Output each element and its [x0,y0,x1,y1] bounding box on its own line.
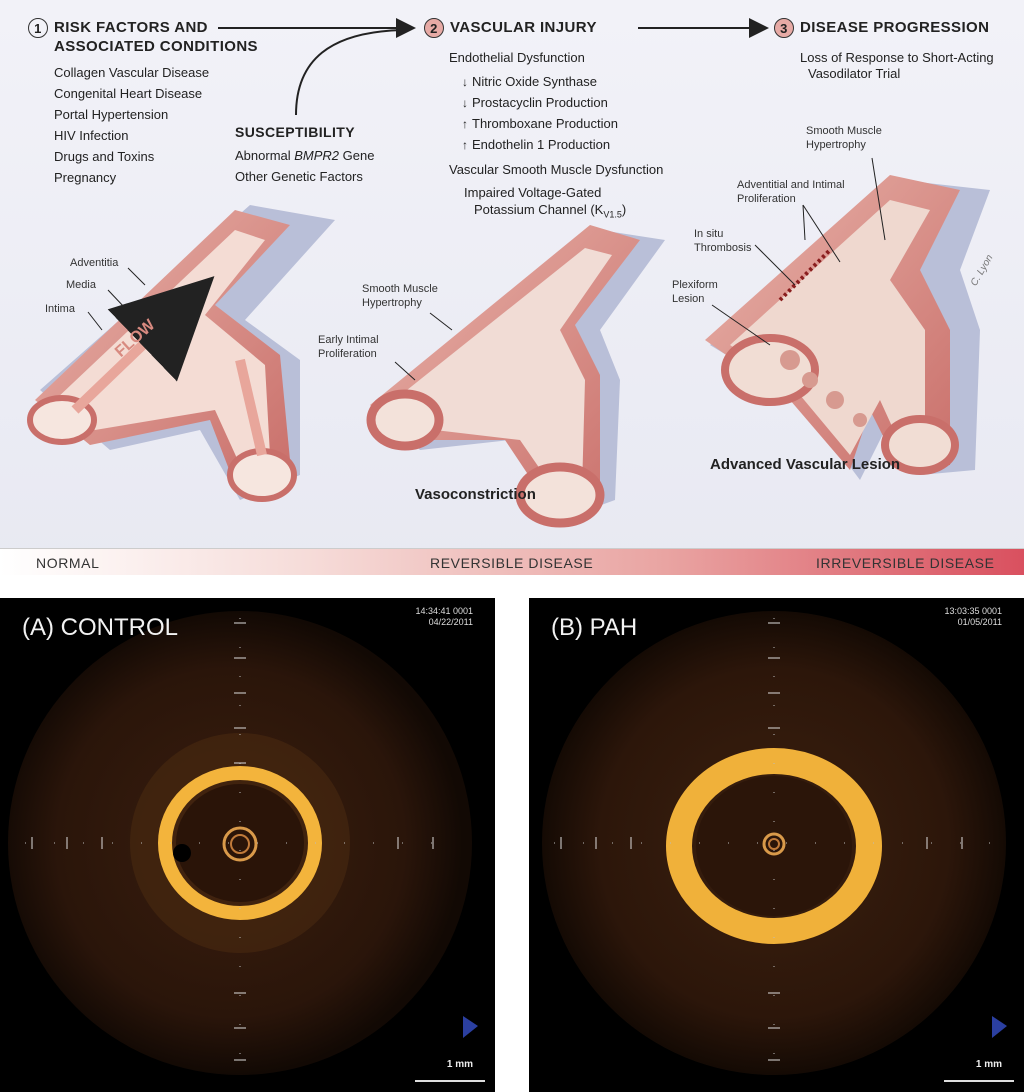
risk-factor-item: HIV Infection [54,128,129,143]
risk-factor-item: Pregnancy [54,170,117,185]
label-intima: Intima [45,303,75,315]
risk-factor-item: Congenital Heart Disease [54,86,203,101]
endothelial-item: ↑Endothelin 1 Production [462,137,611,152]
panel-a-title: (A) CONTROL [22,614,178,641]
advanced-lesion-vessel [705,175,990,480]
step3-title: DISEASE PROGRESSION [800,18,990,36]
step3-number-badge: 3 [774,18,794,38]
label-adventitia: Adventitia [70,257,119,269]
endothelial-dysfunction-label: Endothelial Dysfunction [449,50,585,65]
label-early-intimal-proliferation: Early Intimal Proliferation [318,334,379,360]
step3-line1: Loss of Response to Short-Acting [800,50,994,65]
label-smooth-muscle-hypertrophy-advanced: Smooth Muscle Hypertrophy [806,125,882,151]
susceptibility-other-line: Other Genetic Factors [235,169,363,184]
label-in-situ-thrombosis: In situ Thrombosis [694,228,752,254]
diagram-drawing [27,18,990,528]
step1-number-badge: 1 [28,18,48,38]
panel-b-title: (B) PAH [551,614,638,641]
endothelial-item: ↓Nitric Oxide Synthase [462,74,597,89]
label-plexiform-lesion: Plexiform Lesion [672,279,718,305]
endothelial-item: ↑Thromboxane Production [462,116,618,131]
scale-reversible: REVERSIBLE DISEASE [430,555,594,571]
panel-a-scale-label: 1 mm [446,1059,473,1070]
step3-heading: 3 DISEASE PROGRESSION [774,18,989,38]
step2-title: VASCULAR INJURY [450,18,597,36]
risk-factor-item: Drugs and Toxins [54,149,155,164]
oct-image-pah [542,611,1007,1075]
label-smooth-muscle-hypertrophy: Smooth Muscle Hypertrophy [362,283,438,309]
label-media: Media [66,279,96,291]
label-adventitial-intimal-proliferation: Adventitial and Intimal Proliferation [737,179,845,205]
step1-title-line2: ASSOCIATED CONDITIONS [54,38,258,55]
risk-factor-item: Collagen Vascular Disease [54,65,210,80]
step2-heading: 2 VASCULAR INJURY [424,18,597,38]
caption-advanced-vascular-lesion: Advanced Vascular Lesion [710,456,901,473]
disease-severity-bar: NORMAL REVERSIBLE DISEASE IRREVERSIBLE D… [0,548,1024,575]
susceptibility-gene-line: Abnormal BMPR2 Gene [235,148,375,163]
panel-b-scale-label: 1 mm [975,1059,1002,1070]
endothelial-item: ↓Prostacyclin Production [462,95,608,110]
step2-number-badge: 2 [424,18,444,38]
impaired-channel-line2: Potassium Channel (KV1.5) [474,202,627,220]
normal-vessel [27,205,335,502]
constricted-vessel [366,225,665,528]
arrow-susceptibility [295,29,403,116]
step1-title-line1: RISK FACTORS AND [54,18,208,36]
panel-b-scale-bar [944,1080,1014,1082]
smooth-muscle-dysfunction-label: Vascular Smooth Muscle Dysfunction [449,162,664,177]
impaired-channel-line1: Impaired Voltage-Gated [464,185,602,200]
scale-irreversible: IRREVERSIBLE DISEASE [816,555,995,571]
risk-factor-item: Portal Hypertension [54,107,169,122]
susceptibility-title: SUSCEPTIBILITY [235,124,355,140]
oct-image-control [8,611,478,1075]
scale-normal: NORMAL [36,555,100,571]
caption-vasoconstriction: Vasoconstriction [415,486,536,503]
panel-a-scale-bar [415,1080,485,1082]
step1-heading: 1 RISK FACTORS AND [28,18,208,38]
step3-line2: Vasodilator Trial [808,66,901,81]
